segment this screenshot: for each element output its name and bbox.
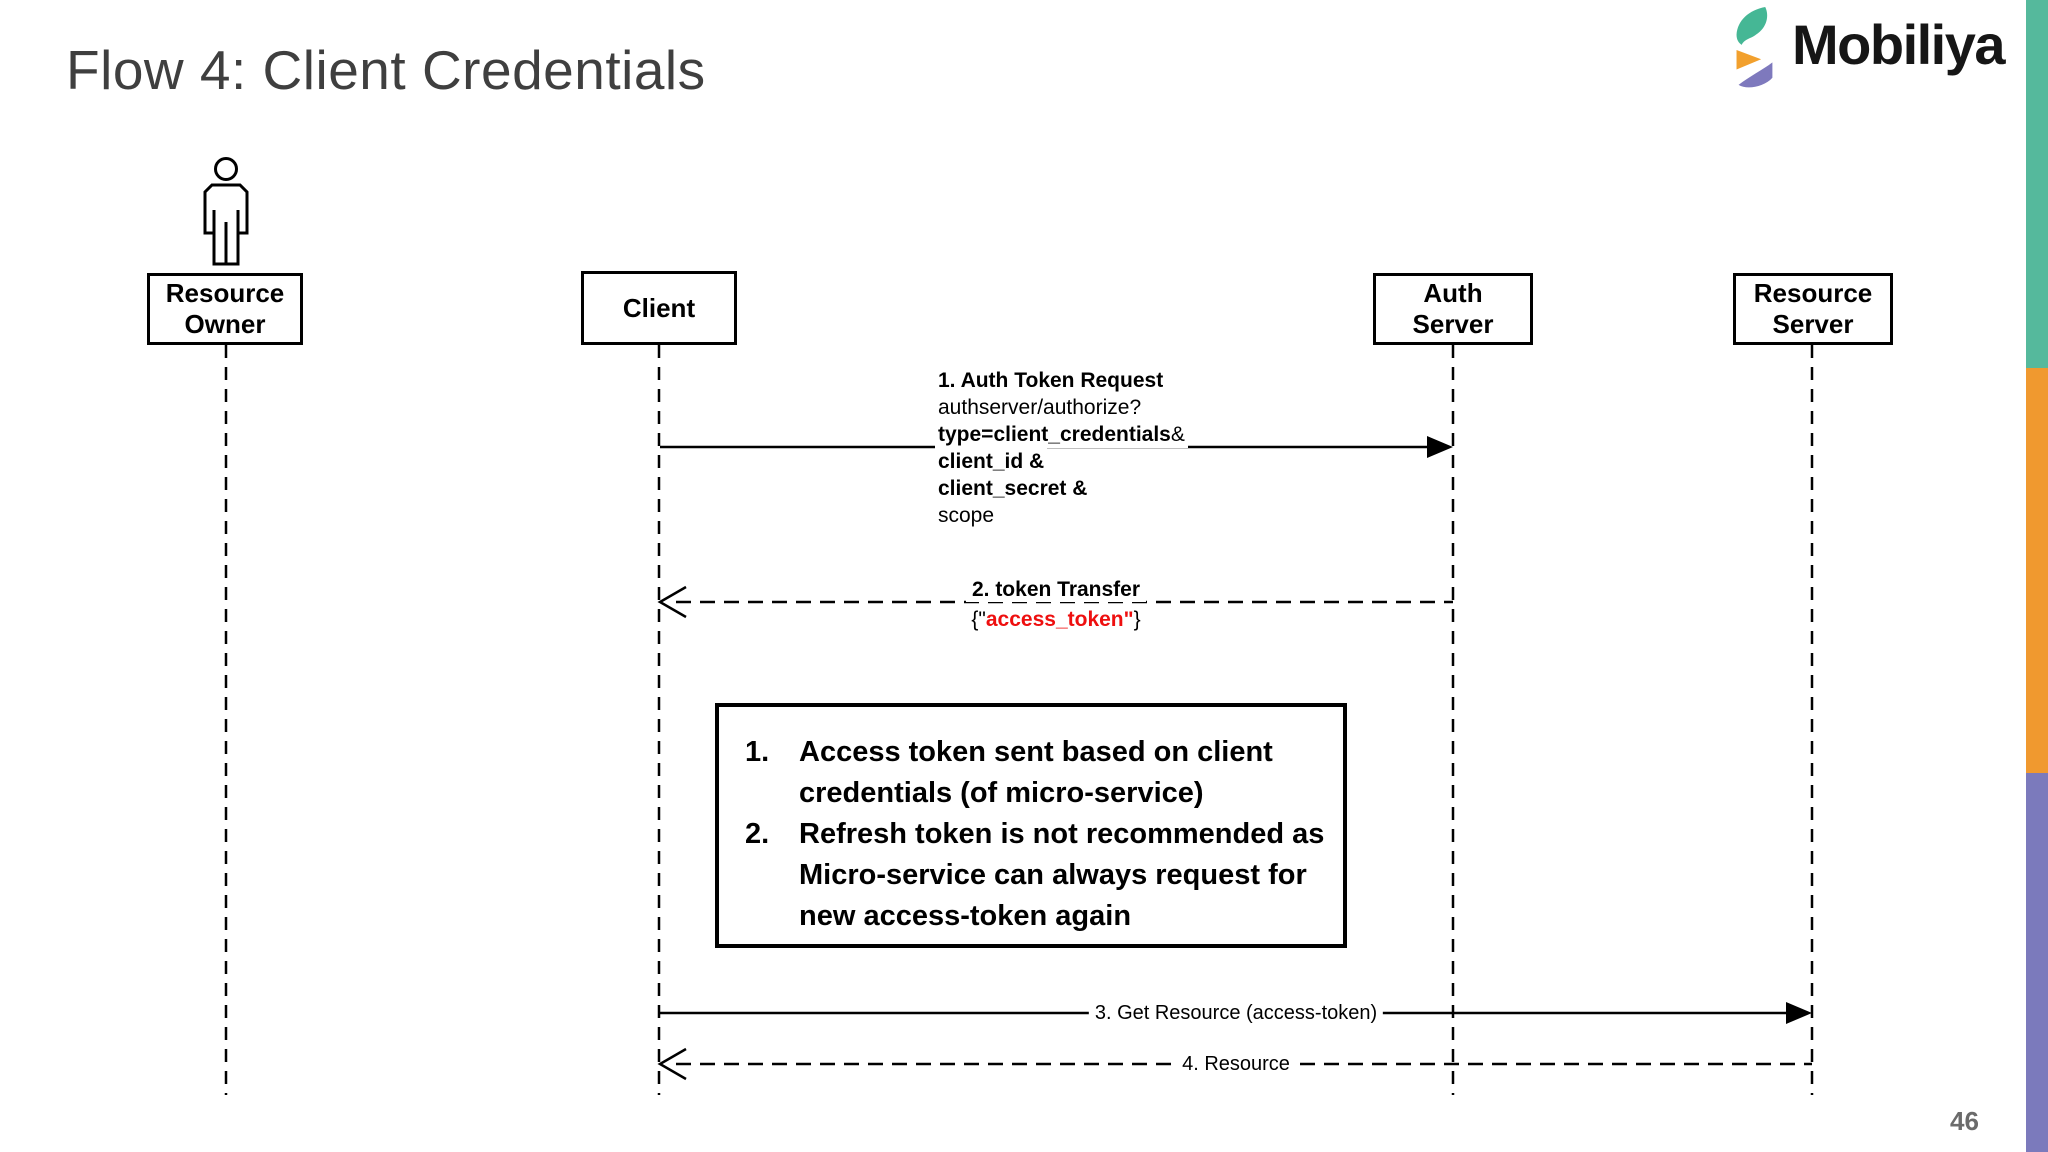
message-1-url: authserver/authorize? [935, 394, 1145, 421]
message-3-label: 3. Get Resource (access-token) [1088, 1001, 1384, 1025]
actor-label: Client [622, 292, 696, 323]
message-2-label: 2. token Transfer [965, 578, 1147, 602]
lifelines [224, 345, 1814, 1095]
actor-box-resource-server: Resource Server [1733, 273, 1893, 345]
payload-brace-close: } [1133, 608, 1141, 631]
actor-box-auth-server: Auth Server [1373, 273, 1533, 345]
accent-bar-orange [2026, 368, 2048, 773]
payload-brace-open: {" [971, 608, 986, 631]
page-number: 46 [1950, 1106, 1979, 1136]
mobiliya-logo-text: Mobiliya [1792, 13, 2006, 76]
message-4-arrow [657, 1047, 1812, 1081]
note-box: 1. Access token sent based on client cre… [715, 703, 1347, 948]
actor-label: Resource Server [1753, 278, 1873, 339]
note-item-1: 1. Access token sent based on client cre… [745, 732, 1329, 814]
message-1-param-client-id: client_id & [935, 448, 1048, 475]
actor-box-resource-owner: Resource Owner [147, 273, 303, 345]
note-item-2: 2. Refresh token is not recommended as M… [745, 814, 1329, 937]
accent-bar-teal [2026, 0, 2048, 368]
actor-label: Auth Server [1412, 278, 1494, 339]
note-item-number: 2. [745, 818, 770, 850]
actor-label: Resource Owner [165, 278, 285, 339]
note-item-text: Refresh token is not recommended as Micr… [799, 818, 1325, 932]
message-1-label: 1. Auth Token Request authserver/authori… [935, 367, 1188, 529]
message-4-label: 4. Resource [1176, 1052, 1296, 1076]
message-1-param-scope: scope [935, 502, 998, 529]
message-1-title: 1. Auth Token Request [935, 367, 1167, 394]
message-1-param-client-secret: client_secret & [935, 475, 1091, 502]
accent-bar-purple [2026, 773, 2048, 1152]
note-item-text: Access token sent based on client creden… [799, 736, 1273, 809]
actor-box-client: Client [581, 271, 737, 345]
page-title: Flow 4: Client Credentials [66, 39, 706, 101]
note-item-number: 1. [745, 736, 770, 768]
mobiliya-logo-icon [1736, 7, 1773, 88]
message-2-arrow [657, 585, 1453, 619]
message-1-param-type: type=client_credentials& [935, 421, 1188, 448]
message-2-payload: {"access_token"} [965, 608, 1147, 632]
access-token-text: access_token" [985, 608, 1134, 631]
person-icon [203, 157, 249, 266]
